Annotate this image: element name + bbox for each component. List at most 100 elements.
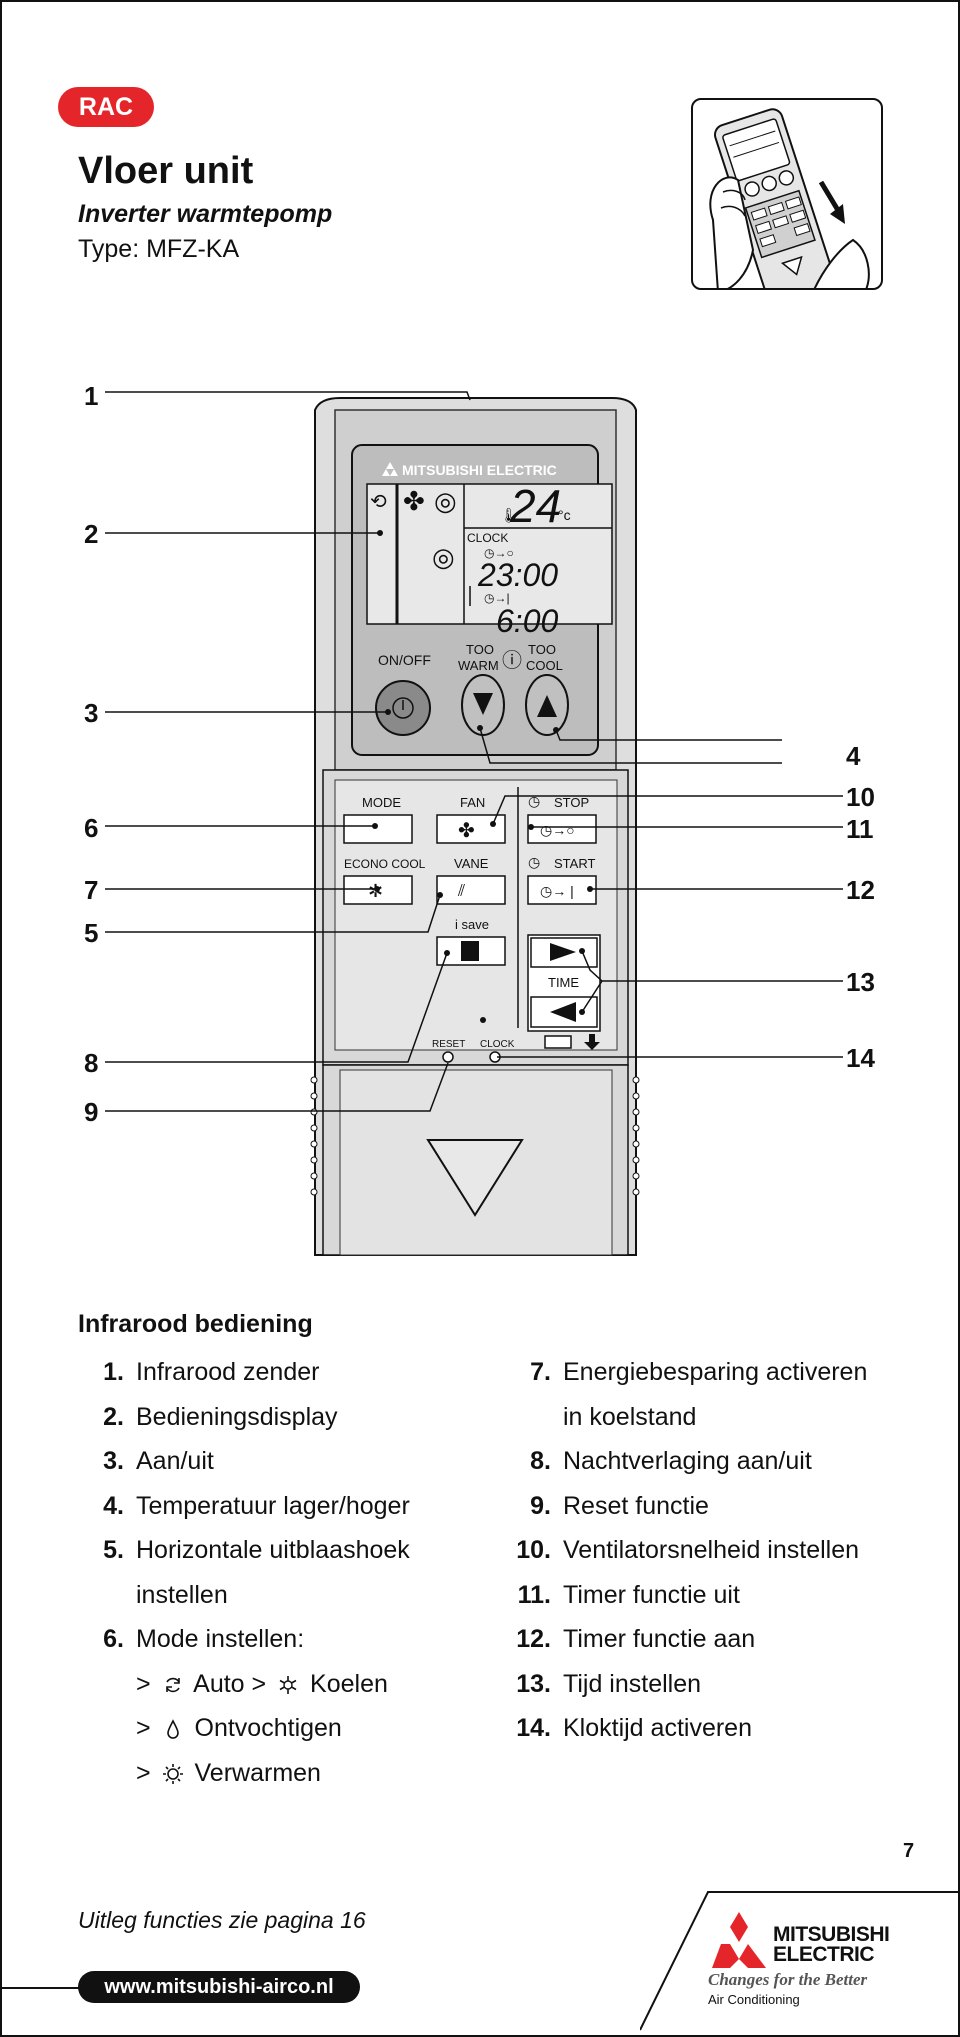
mode-separator: > bbox=[251, 1669, 267, 1698]
callout-4: 4 bbox=[846, 741, 861, 771]
callout-3: 3 bbox=[84, 698, 98, 728]
item-text: in koelstand bbox=[563, 1402, 697, 1431]
item-text: Horizontale uitblaashoek bbox=[136, 1536, 410, 1564]
start-button[interactable] bbox=[527, 875, 597, 905]
timer-on-button-icon: ◷→ | bbox=[540, 883, 574, 899]
time-down-button[interactable] bbox=[530, 996, 598, 1028]
callout-6: 6 bbox=[84, 813, 98, 843]
lcd-temperature: 24 bbox=[509, 480, 561, 532]
item-text: Nachtverlaging aan/uit bbox=[563, 1447, 812, 1475]
item-number: 6. bbox=[103, 1625, 124, 1653]
mode-line-content: > Verwarmen bbox=[136, 1751, 321, 1796]
heat-icon bbox=[162, 1763, 183, 1784]
lcd-clock-label: CLOCK bbox=[467, 531, 508, 545]
too-warm-label-1: TOO bbox=[466, 642, 494, 657]
i-save-icon bbox=[461, 941, 479, 961]
callout-dots bbox=[372, 530, 593, 1015]
timer-off-button-icon: ◷→○ bbox=[540, 822, 575, 838]
item-number: 7. bbox=[530, 1358, 551, 1386]
mode-heat: Verwarmen bbox=[194, 1758, 321, 1787]
item-number: 13. bbox=[516, 1669, 551, 1698]
brand-line-1: MITSUBISHI bbox=[773, 1923, 890, 1946]
item-text: Ventilatorsnelheid instellen bbox=[563, 1536, 860, 1564]
page-number: 7 bbox=[903, 1840, 915, 1862]
vane-label: VANE bbox=[454, 856, 489, 871]
item-text: Mode instellen: bbox=[136, 1625, 305, 1653]
cover-arrow-icon bbox=[426, 1139, 524, 1217]
callout-11: 11 bbox=[846, 814, 874, 844]
item-text: Reset functie bbox=[563, 1491, 709, 1520]
lcd-time-off: 23:00 bbox=[477, 557, 558, 593]
mode-line: > Auto > Koelen bbox=[78, 1662, 498, 1707]
callout-12: 12 bbox=[846, 875, 875, 905]
page-subtitle: Inverter warmtepomp bbox=[78, 200, 333, 228]
page-title: Vloer unit bbox=[78, 150, 254, 192]
fan-button[interactable] bbox=[436, 814, 506, 844]
item-text: Tijd instellen bbox=[563, 1669, 702, 1698]
callout-7: 7 bbox=[84, 875, 98, 905]
item-number: 9. bbox=[530, 1491, 551, 1520]
too-cool-label-2: COOL bbox=[526, 658, 563, 673]
footer-divider bbox=[2, 1987, 82, 1989]
lcd-time-on: 6:00 bbox=[496, 603, 558, 639]
item-number: 2. bbox=[103, 1402, 124, 1431]
item-number: 5. bbox=[103, 1536, 124, 1564]
stop-label: STOP bbox=[554, 795, 589, 810]
legend-right-column: 7. Energiebesparing activeren in koelstan… bbox=[505, 1350, 925, 1751]
swing-icon: ◎ bbox=[434, 486, 457, 516]
start-label: START bbox=[554, 856, 595, 871]
play-left-icon bbox=[550, 1002, 576, 1022]
callout-14: 14 bbox=[846, 1043, 875, 1073]
item-text: Energiebesparing activeren bbox=[563, 1358, 868, 1386]
website-link[interactable]: www.mitsubishi-airco.nl bbox=[78, 1971, 360, 2003]
item-text: Kloktijd activeren bbox=[563, 1714, 752, 1742]
auto-icon bbox=[165, 1677, 180, 1693]
item-text: Timer functie aan bbox=[563, 1625, 756, 1653]
list-item: instellen bbox=[78, 1573, 498, 1618]
item-text: Timer functie uit bbox=[563, 1580, 740, 1609]
mode-line-content: > Ontvochtigen bbox=[136, 1706, 342, 1751]
legend-left-column: 1.Infrarood zender 2.Bedieningsdisplay 3… bbox=[78, 1350, 498, 1795]
footer-note: Uitleg functies zie pagina 16 bbox=[78, 1907, 366, 1933]
too-warm-label-2: WARM bbox=[458, 658, 499, 673]
stop-button[interactable] bbox=[527, 814, 597, 844]
remote-control-diagram: MITSUBISHI ELECTRIC ⟲ ✤ ◎ ◎ 🌡 24 °c CLOC… bbox=[84, 381, 875, 1256]
brand-division: Air Conditioning bbox=[708, 1992, 800, 2007]
timer-off-icon: ◷→○ bbox=[484, 546, 514, 560]
hand-remote-illustration bbox=[691, 98, 883, 290]
item-text: instellen bbox=[136, 1580, 228, 1609]
callout-lines bbox=[105, 391, 843, 1112]
thermometer-icon: 🌡 bbox=[500, 507, 518, 523]
list-item: 14.Kloktijd activeren bbox=[505, 1706, 925, 1751]
category-badge: RAC bbox=[58, 87, 154, 127]
mode-label: MODE bbox=[362, 795, 401, 810]
item-number: 1. bbox=[103, 1358, 124, 1386]
list-item: 13. Tijd instellen bbox=[505, 1662, 925, 1707]
callout-1: 1 bbox=[84, 381, 98, 411]
list-item: 4.Temperatuur lager/hoger bbox=[78, 1484, 498, 1529]
dry-icon bbox=[166, 1719, 179, 1740]
reset-button[interactable] bbox=[442, 1051, 454, 1063]
item-number: 10. bbox=[516, 1536, 551, 1564]
mode-button[interactable] bbox=[343, 814, 413, 844]
mitsubishi-diamonds-icon bbox=[712, 1912, 766, 1968]
mitsubishi-logo-icon bbox=[382, 462, 398, 476]
vane-button[interactable] bbox=[436, 875, 506, 905]
side-grip-left bbox=[310, 1076, 318, 1196]
item-text: Bedieningsdisplay bbox=[136, 1402, 338, 1431]
legend-title: Infrarood bediening bbox=[78, 1310, 313, 1338]
i-save-label: i save bbox=[455, 917, 489, 932]
on-off-label: ON/OFF bbox=[378, 652, 431, 668]
item-text: Temperatuur lager/hoger bbox=[136, 1491, 410, 1520]
callout-8: 8 bbox=[84, 1048, 98, 1078]
list-item: 10. Ventilatorsnelheid instellen bbox=[505, 1528, 925, 1573]
mode-auto: Auto bbox=[193, 1669, 245, 1698]
fan-button-icon: ✤ bbox=[458, 820, 475, 842]
clock-label: CLOCK bbox=[480, 1039, 515, 1050]
fan-icon: ✤ bbox=[403, 486, 425, 516]
hand-remote-drawing bbox=[709, 108, 870, 288]
mode-dry: Ontvochtigen bbox=[194, 1714, 342, 1742]
item-number: 3. bbox=[103, 1447, 124, 1475]
vane-button-icon: ⫽ bbox=[457, 883, 465, 900]
mode-cool: Koelen bbox=[310, 1669, 388, 1698]
